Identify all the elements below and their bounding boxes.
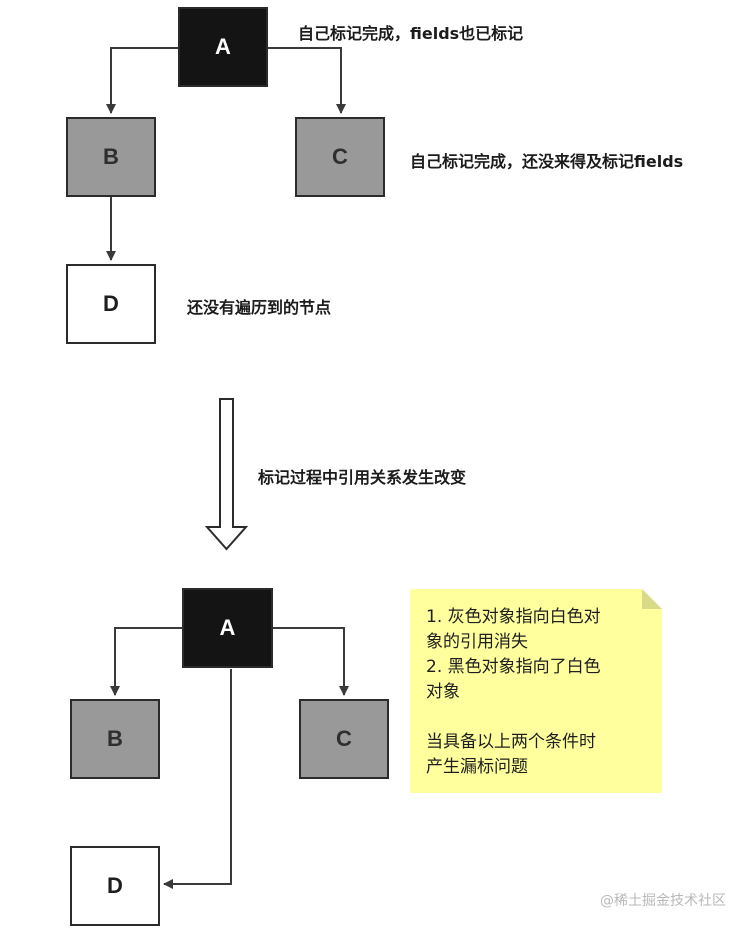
note-line: 象的引用消失 bbox=[426, 632, 528, 652]
node-b-top: B bbox=[66, 117, 156, 197]
edge-a-to-d-bottom bbox=[163, 669, 232, 889]
node-c-top-label: C bbox=[332, 144, 348, 169]
c-top-annotation: 自己标记完成，还没来得及标记fields bbox=[410, 152, 684, 171]
note-line: 产生漏标问题 bbox=[426, 757, 528, 777]
note-line: 当具备以上两个条件时 bbox=[426, 732, 596, 752]
watermark: @稀土掘金技术社区 bbox=[600, 893, 726, 909]
node-a-bottom: A bbox=[182, 588, 273, 668]
a-top-annotation: 自己标记完成，fields也已标记 bbox=[298, 24, 524, 43]
edge-a-to-c-top bbox=[268, 47, 346, 114]
note-line: 2. 黑色对象指向了白色 bbox=[426, 657, 601, 677]
note-line: 1. 灰色对象指向白色对 bbox=[426, 607, 601, 627]
node-d-bottom: D bbox=[70, 846, 160, 926]
note-line bbox=[426, 705, 650, 730]
node-c-top: C bbox=[295, 117, 385, 197]
node-a-bottom-label: A bbox=[219, 615, 236, 640]
node-b-top-label: B bbox=[103, 144, 119, 169]
node-c-bottom: C bbox=[299, 699, 389, 779]
edge-a-to-b-bottom bbox=[110, 627, 182, 696]
edge-a-to-c-bottom bbox=[273, 627, 349, 696]
node-d-top-label: D bbox=[103, 291, 119, 316]
node-b-bottom-label: B bbox=[107, 726, 123, 751]
transition-arrow bbox=[204, 398, 249, 551]
node-d-bottom-label: D bbox=[107, 873, 123, 898]
transition-label: 标记过程中引用关系发生改变 bbox=[258, 468, 467, 487]
node-a-top-label: A bbox=[215, 34, 231, 59]
edge-a-to-b-top bbox=[106, 47, 178, 114]
note-line: 对象 bbox=[426, 682, 460, 702]
node-a-top: A bbox=[178, 7, 268, 87]
explanation-note: 1. 灰色对象指向白色对 象的引用消失 2. 黑色对象指向了白色 对象 当具备以… bbox=[410, 589, 662, 793]
node-b-bottom: B bbox=[70, 699, 160, 779]
node-c-bottom-label: C bbox=[336, 726, 352, 751]
node-d-top: D bbox=[66, 264, 156, 344]
d-top-annotation: 还没有遍历到的节点 bbox=[187, 298, 332, 317]
